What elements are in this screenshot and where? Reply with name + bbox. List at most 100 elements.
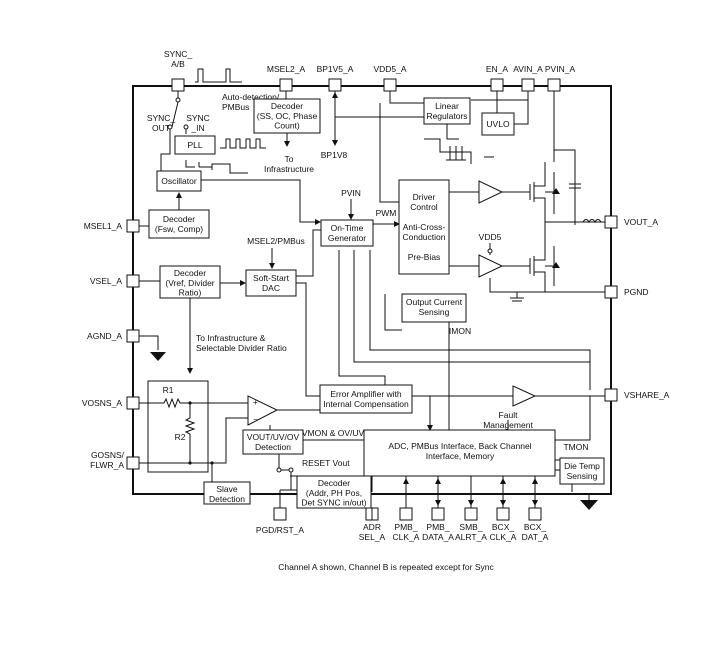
msel2-pmbus-label: MSEL2/PMBus [247, 236, 305, 246]
diagram-caption: Channel A shown, Channel B is repeated e… [278, 562, 494, 572]
sync-in-label: SYNC_IN [186, 113, 210, 133]
auto-detection-label: Auto-detection/PMBus [222, 92, 280, 112]
svg-text:Anti-Cross-Conduction: Anti-Cross-Conduction [402, 222, 445, 242]
pin-agnd-a: AGND_A [87, 329, 140, 343]
vdd5-label: VDD5 [479, 232, 502, 242]
pin-label: BCX_DAT_A [522, 522, 549, 542]
r2-label: R2 [175, 432, 186, 442]
low-side-fet [529, 240, 560, 292]
uvlo-block: UVLO [481, 112, 515, 136]
pin-msel1-a: MSEL1_A [84, 219, 140, 233]
pin-pgd-rst-a: PGD/RST_A [256, 507, 305, 535]
share-buffer [512, 385, 537, 407]
differential-amplifier [247, 395, 279, 426]
svg-text:Oscillator: Oscillator [161, 176, 197, 186]
pin-smb-alrt-a: SMB_ALRT_A [455, 476, 487, 542]
pin-vout-a: VOUT_A [604, 215, 658, 229]
pin-label: SYNC_A/B [164, 49, 193, 69]
pin-pmb-clk-a: PMB_CLK_A [393, 476, 420, 542]
bp1v8-label: BP1V8 [321, 150, 348, 160]
pin-label: PMB_CLK_A [393, 522, 420, 542]
low-side-driver [478, 254, 504, 278]
pwm-label: PWM [376, 208, 397, 218]
pin-en-a: EN_A [486, 64, 509, 113]
pin-label: SMB_ALRT_A [455, 522, 487, 542]
pin-label: AVIN_A [513, 64, 543, 74]
pvin-label: PVIN [341, 188, 361, 198]
to-infrastructure-divider-label: To Infrastructure &Selectable Divider Ra… [196, 333, 287, 353]
imon-label: IMON [449, 326, 471, 336]
pin-label: VOSNS_A [82, 398, 122, 408]
decoder-fsw-block: Decoder(Fsw, Comp) [148, 209, 210, 239]
pin-label: VOUT_A [624, 217, 658, 227]
pin-vosns-a: VOSNS_A [82, 396, 140, 410]
pin-label: BP1V5_A [317, 64, 354, 74]
svg-text:Decoder(Fsw, Comp): Decoder(Fsw, Comp) [155, 214, 203, 234]
pin-sync-ab: SYNC_A/B [164, 49, 242, 103]
pin-label: PGD/RST_A [256, 525, 305, 535]
pin-gosns: GOSNS/FLWR_A [90, 450, 140, 470]
decoder-addr-block: Decoder(Addr, PH Pos,Det SYNC in/out) [296, 475, 372, 509]
svg-text:−: − [253, 415, 258, 424]
oscillator-block: Oscillator [156, 170, 202, 192]
pin-bcx-clk-a: BCX_CLK_A [490, 476, 517, 542]
pin-label: PVIN_A [545, 64, 576, 74]
pll-block: PLL [174, 135, 216, 155]
pin-vdd5-a: VDD5_A [373, 64, 424, 104]
vmon-label: VMON & OV/UV [302, 428, 365, 438]
pin-label: MSEL1_A [84, 221, 123, 231]
pin-label: EN_A [486, 64, 509, 74]
svg-text:+: + [253, 398, 258, 407]
pin-label: VSHARE_A [624, 390, 670, 400]
pin-pmb-data-a: PMB_DATA_A [422, 476, 454, 542]
pin-bcx-dat-a: BCX_DAT_A [522, 476, 549, 542]
pin-label: GOSNS/FLWR_A [90, 450, 124, 470]
pin-label: BCX_CLK_A [490, 522, 517, 542]
svg-text:UVLO: UVLO [486, 119, 510, 129]
pin-pgnd: PGND [604, 285, 649, 299]
tmon-label: TMON [563, 442, 588, 452]
pin-vsel-a: VSEL_A [90, 274, 140, 288]
high-side-driver [478, 180, 504, 204]
pin-label: VSEL_A [90, 276, 122, 286]
pin-bp1v5-a: BP1V5_A [317, 64, 354, 117]
pin-vshare-a: VSHARE_A [604, 388, 670, 402]
pin-msel2-a: MSEL2_A [267, 64, 306, 99]
pin-label: MSEL2_A [267, 64, 306, 74]
pin-label: AGND_A [87, 331, 122, 341]
svg-text:Decoder(Addr, PH Pos,Det SYNC: Decoder(Addr, PH Pos,Det SYNC in/out) [301, 478, 366, 508]
reset-vout-label: RESET Vout [302, 458, 350, 468]
svg-text:ADC, PMBus Interface, Back Cha: ADC, PMBus Interface, Back ChannelInterf… [388, 441, 531, 461]
sync-out-label: SYNC_OUT [147, 113, 176, 133]
r1-label: R1 [163, 385, 174, 395]
high-side-fet [529, 162, 560, 222]
pin-label: PGND [624, 287, 649, 297]
pin-pvin-a: PVIN_A [545, 64, 576, 225]
